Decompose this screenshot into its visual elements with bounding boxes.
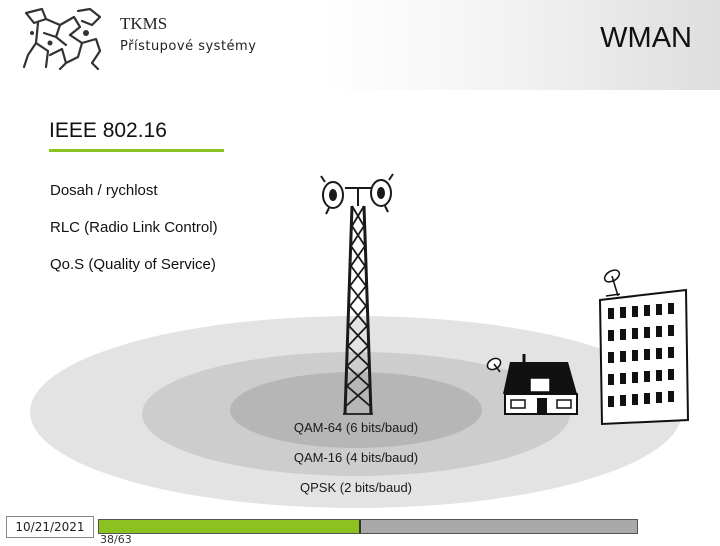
slide-topic: WMAN <box>600 22 692 54</box>
office-building <box>598 288 690 426</box>
slide-heading: IEEE 802.16 <box>49 119 167 142</box>
house-dish-antenna <box>486 357 502 373</box>
university-logo <box>22 7 102 71</box>
tower-antenna-left <box>320 175 344 215</box>
coverage-ring-qam64 <box>230 372 482 448</box>
course-subtitle: Přístupové systémy <box>120 39 257 54</box>
slide-header: TKMS Přístupové systémy WMAN <box>0 0 720 90</box>
heading-underline <box>49 149 224 152</box>
radio-tower <box>320 173 394 415</box>
tower-antenna-right <box>370 173 394 213</box>
bullet-item: Dosah / rychlost <box>50 182 158 199</box>
bullet-item: RLC (Radio Link Control) <box>50 219 218 236</box>
slide-progress-divider <box>359 520 361 533</box>
slide-progress-fill <box>99 520 359 533</box>
wman-coverage-illustration: QAM-64 (6 bits/baud) QAM-16 (4 bits/baud… <box>30 173 690 508</box>
building-dish-antenna <box>603 269 621 297</box>
bullet-item: Qo.S (Quality of Service) <box>50 256 216 273</box>
course-title: TKMS <box>120 14 168 33</box>
bullet-list: Dosah / rychlost RLC (Radio Link Control… <box>50 182 218 293</box>
ring-label-qam64: QAM-64 (6 bits/baud) <box>294 420 418 435</box>
ring-label-qpsk: QPSK (2 bits/baud) <box>300 480 412 495</box>
footer-date: 10/21/2021 <box>6 516 94 538</box>
ring-label-qam16: QAM-16 (4 bits/baud) <box>294 450 418 465</box>
house <box>503 354 578 415</box>
slide-progress-bar <box>98 519 638 534</box>
